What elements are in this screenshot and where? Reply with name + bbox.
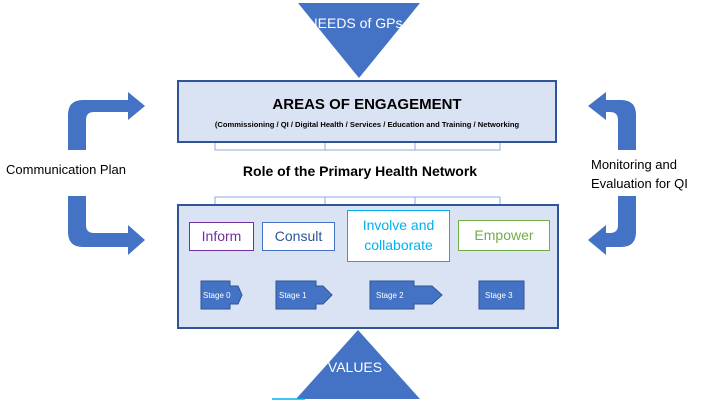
stage-1-label: Stage 1 <box>279 291 307 300</box>
top-connector <box>214 143 501 151</box>
stage-1-arrow <box>275 280 333 310</box>
communication-plan-label: Communication Plan <box>6 162 126 177</box>
stage-3-label: Stage 3 <box>485 291 513 300</box>
level-inform: Inform <box>189 222 254 251</box>
involve-line1: Involve and <box>362 217 435 233</box>
stage-2-arrow <box>369 280 443 310</box>
right-upper-arrow <box>588 92 636 150</box>
stage-0-arrow <box>200 280 243 310</box>
engagement-title: AREAS OF ENGAGEMENT <box>272 96 462 113</box>
left-lower-arrow <box>68 196 145 255</box>
stage-0-label: Stage 0 <box>203 291 231 300</box>
monitoring-line2: Evaluation for QI <box>591 176 688 191</box>
right-lower-arrow <box>588 196 636 255</box>
monitoring-evaluation-label: Monitoring and Evaluation for QI <box>591 155 688 193</box>
values-triangle <box>296 330 420 399</box>
needs-triangle <box>298 3 420 78</box>
monitoring-line1: Monitoring and <box>591 157 677 172</box>
stage-3-box <box>478 280 525 310</box>
engagement-subtitle: (Commissioning / QI / Digital Health / S… <box>214 120 520 129</box>
role-label: Role of the Primary Health Network <box>242 163 478 179</box>
areas-of-engagement-box: AREAS OF ENGAGEMENT (Commissioning / QI … <box>177 80 557 143</box>
level-involve-collaborate: Involve and collaborate <box>347 210 450 262</box>
needs-label: NEEDS of GPs <box>307 15 403 31</box>
involve-line2: collaborate <box>364 237 433 253</box>
level-consult: Consult <box>262 222 335 251</box>
values-label: VALUES <box>327 359 383 375</box>
left-upper-arrow <box>68 92 145 150</box>
connector-lines <box>214 143 501 204</box>
level-empower: Empower <box>458 220 550 251</box>
stage-2-label: Stage 2 <box>376 291 404 300</box>
bottom-connector <box>214 196 501 204</box>
